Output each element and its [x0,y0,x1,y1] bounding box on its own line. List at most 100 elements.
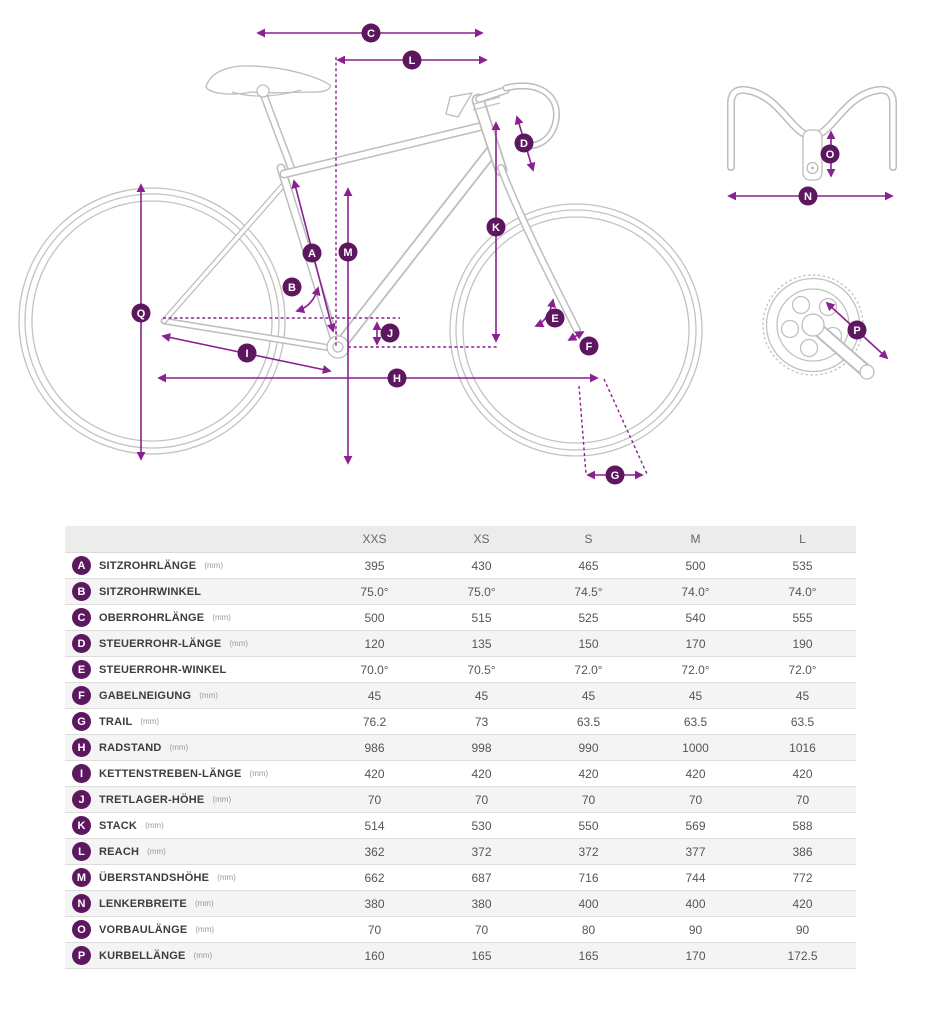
row-unit: (mm) [212,795,232,804]
label-badge-e: E [545,308,565,328]
value-cell: 400 [685,896,706,911]
row-label: STACK [99,819,138,832]
value-cell: 160 [364,948,385,963]
value-cell: 70 [367,922,382,937]
row-letter-badge: A [72,556,91,575]
label-badge-c: C [361,23,381,43]
label-badge-i: I [237,343,257,363]
row-label: KURBELLÄNGE [99,949,186,962]
label-badge-h: H [387,368,407,388]
value-cell: 165 [471,948,492,963]
label-badge-l: L [402,50,422,70]
value-cell: 386 [792,844,813,859]
value-cell: 70 [581,792,596,807]
svg-text:K: K [492,222,500,234]
row-unit: (mm) [249,769,269,778]
row-unit: (mm) [145,821,164,830]
value-cell: 45 [688,688,703,703]
label-badge-k: K [486,217,506,237]
value-cell: 75.0° [360,584,389,599]
row-unit: (mm) [147,847,166,856]
value-cell: 74.5° [574,584,603,599]
label-badge-n: N [798,186,818,206]
value-cell: 530 [471,818,492,833]
row-label: GABELNEIGUNG [99,689,192,702]
value-cell: 588 [792,818,813,833]
svg-text:E: E [551,313,558,325]
value-cell: 362 [364,844,385,859]
row-unit: (mm) [217,873,236,882]
row-letter-badge: O [72,920,91,939]
label-badge-g: G [605,465,625,485]
value-cell: 535 [792,558,813,573]
value-cell: 380 [471,896,492,911]
value-cell: 70.0° [360,662,389,677]
row-letter-badge: H [72,738,91,757]
rear-wheel [18,187,286,455]
value-cell: 72.0° [574,662,603,677]
value-cell: 716 [578,870,599,885]
svg-text:Q: Q [137,308,146,320]
svg-text:C: C [367,28,375,40]
value-cell: 380 [364,896,385,911]
value-cell: 420 [792,896,813,911]
svg-text:I: I [245,348,248,360]
row-letter-badge: D [72,634,91,653]
value-cell: 63.5 [576,714,601,729]
column-header-xxs: XXS [362,532,387,546]
value-cell: 45 [581,688,596,703]
svg-text:F: F [586,341,593,353]
value-cell: 76.2 [362,714,387,729]
value-cell: 74.0° [681,584,710,599]
value-cell: 662 [364,870,385,885]
row-letter-badge: F [72,686,91,705]
value-cell: 420 [471,766,492,781]
svg-text:J: J [387,328,393,340]
row-label: STEUERROHR-LÄNGE [99,637,222,650]
svg-text:N: N [804,191,812,203]
value-cell: 70 [367,792,382,807]
row-unit: (mm) [204,561,223,570]
svg-text:L: L [409,55,416,67]
row-letter-badge: B [72,582,91,601]
label-badge-m: M [338,242,358,262]
value-cell: 70 [474,922,489,937]
value-cell: 986 [364,740,385,755]
value-cell: 990 [578,740,599,755]
svg-text:A: A [308,248,316,260]
value-cell: 165 [578,948,599,963]
row-letter-badge: E [72,660,91,679]
row-label: KETTENSTREBEN-LÄNGE [99,767,242,780]
row-unit: (mm) [212,613,231,622]
row-label: VORBAULÄNGE [99,923,188,936]
row-letter-badge: N [72,894,91,913]
value-cell: 150 [578,636,599,651]
value-cell: 400 [578,896,599,911]
value-cell: 550 [578,818,599,833]
row-label: TRETLAGER-HÖHE [99,793,205,806]
svg-text:G: G [611,470,620,482]
table-header-row: XXS XS S M L [65,526,856,553]
row-letter-badge: J [72,790,91,809]
value-cell: 525 [578,610,599,625]
reference-dashed-lines [163,57,648,475]
value-cell: 45 [795,688,810,703]
value-cell: 515 [471,610,492,625]
row-label: RADSTAND [99,741,162,754]
